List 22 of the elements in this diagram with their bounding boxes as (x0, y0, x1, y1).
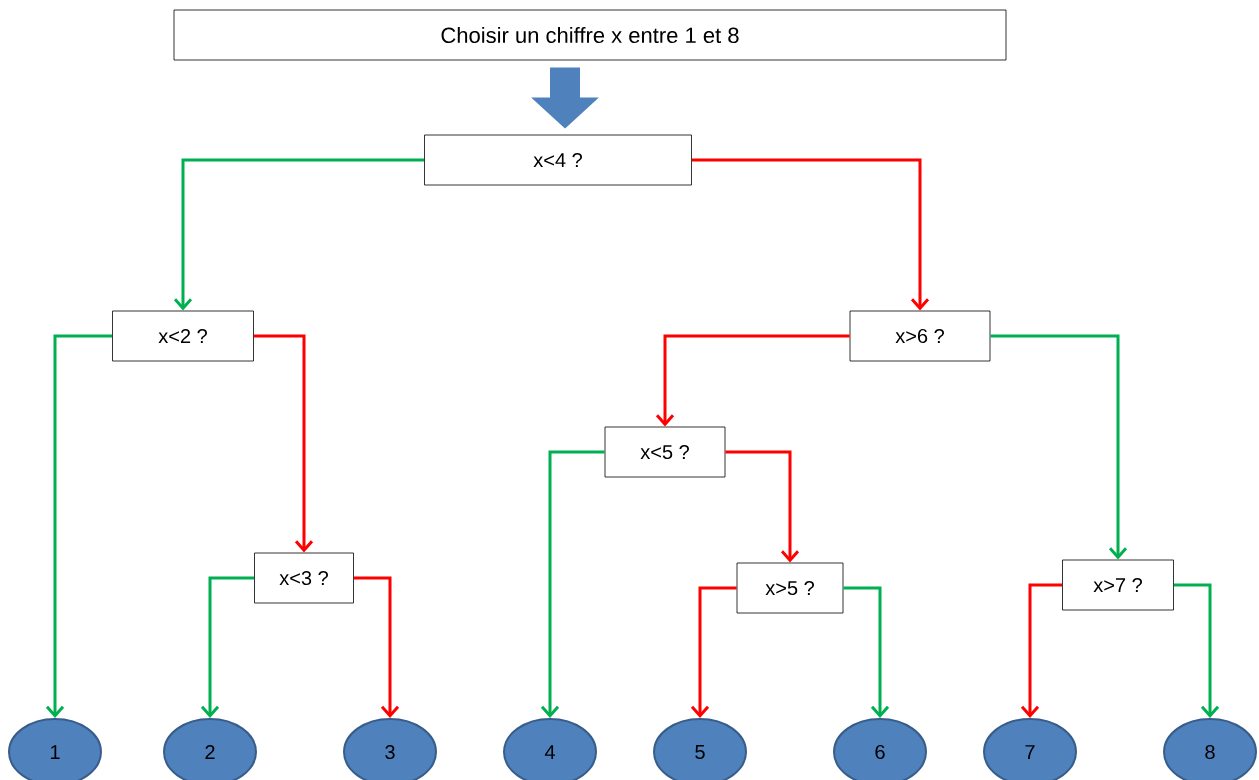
arrow (173, 158, 425, 311)
decision-box: x<5 ? (604, 426, 726, 478)
arrow (253, 334, 314, 553)
arrow (1173, 583, 1220, 718)
arrow (990, 334, 1128, 560)
arrow (655, 334, 850, 427)
decision-box: x>7 ? (1062, 559, 1174, 611)
arrow (691, 158, 930, 311)
title-box: Choisir un chiffre x entre 1 et 8 (173, 9, 1007, 61)
arrow (45, 334, 113, 718)
decision-box: x<3 ? (254, 552, 354, 604)
arrow (540, 450, 605, 718)
arrow (690, 586, 737, 718)
decision-box: x<2 ? (112, 310, 254, 362)
arrow (353, 576, 400, 718)
arrow (725, 450, 800, 563)
arrow (843, 586, 890, 718)
decision-box: x>5 ? (736, 562, 844, 614)
arrow (1020, 583, 1063, 718)
decision-box: x<4 ? (424, 134, 692, 186)
decision-box: x>6 ? (849, 310, 991, 362)
arrow (200, 576, 255, 718)
